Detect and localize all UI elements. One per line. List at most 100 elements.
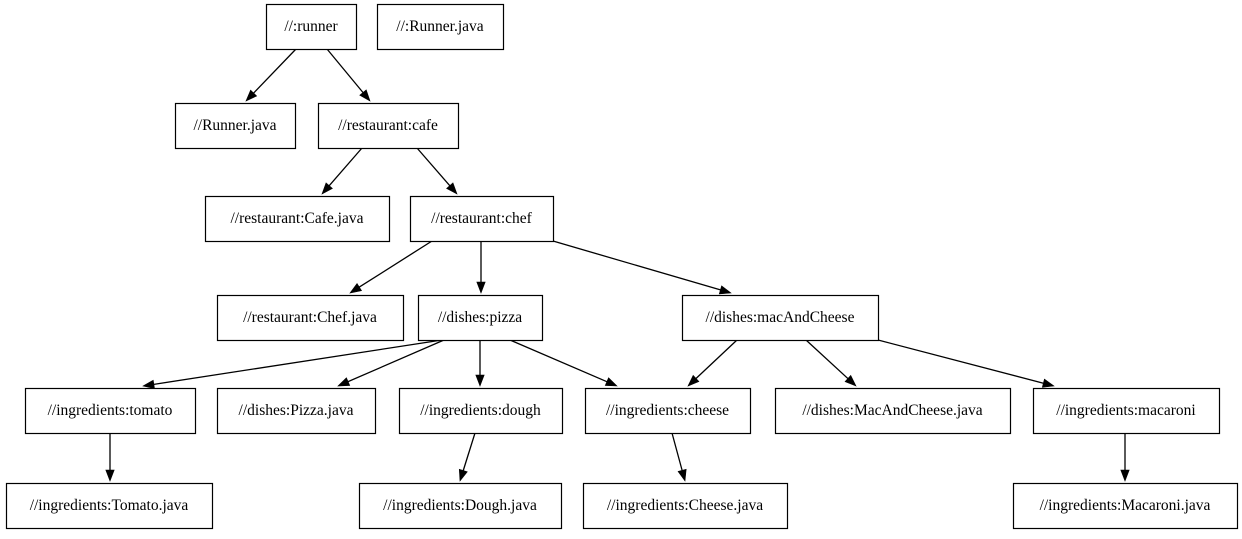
graph-edge: [1120, 433, 1130, 482]
node-label: //Runner.java: [193, 117, 276, 134]
arrowhead-icon: [718, 285, 732, 295]
graph-edge: [805, 339, 857, 387]
node-box[interactable]: [317, 102, 460, 150]
graph-node-restaurant_chef[interactable]: //restaurant:chef: [409, 195, 555, 243]
edge-line: [328, 147, 363, 187]
graph-node-tomato_java[interactable]: //ingredients:Tomato.java: [5, 482, 214, 530]
node-label: //:runner: [284, 18, 338, 35]
node-label: //ingredients:macaroni: [1056, 402, 1196, 419]
edge-line: [805, 339, 849, 380]
node-box[interactable]: [681, 294, 880, 342]
node-box[interactable]: [5, 482, 214, 530]
node-label: //ingredients:Dough.java: [383, 497, 537, 514]
arrowhead-icon: [476, 281, 486, 294]
node-box[interactable]: [1012, 482, 1239, 530]
graph-node-macaroni_java[interactable]: //ingredients:Macaroni.java: [1012, 482, 1239, 530]
arrowhead-icon: [844, 374, 857, 387]
node-label: //restaurant:Cafe.java: [231, 210, 364, 227]
graph-node-chef_java[interactable]: //restaurant:Chef.java: [216, 294, 405, 342]
node-label: //ingredients:dough: [420, 402, 541, 419]
arrowhead-icon: [687, 374, 700, 387]
graph-node-cafe_java[interactable]: //restaurant:Cafe.java: [204, 195, 391, 243]
edge-line: [253, 48, 297, 94]
arrowhead-icon: [142, 379, 155, 389]
node-label: //ingredients:Tomato.java: [30, 497, 189, 514]
arrowhead-icon: [245, 89, 258, 102]
graph-node-restaurant_cafe[interactable]: //restaurant:cafe: [317, 102, 460, 150]
arrowhead-icon: [321, 182, 333, 195]
graph-edge: [687, 339, 738, 387]
node-box[interactable]: [265, 3, 358, 51]
graph-node-cheese_java[interactable]: //ingredients:Cheese.java: [582, 482, 789, 530]
arrowhead-icon: [475, 374, 485, 387]
graph-node-dough_java[interactable]: //ingredients:Dough.java: [358, 482, 563, 530]
node-box[interactable]: [358, 482, 563, 530]
node-box[interactable]: [174, 102, 297, 150]
edge-line: [671, 432, 683, 471]
arrowhead-icon: [349, 283, 363, 294]
graph-node-ing_cheese[interactable]: //ingredients:cheese: [584, 387, 752, 435]
arrowhead-icon: [446, 182, 458, 195]
edges-layer: [105, 48, 1130, 482]
graph-edge: [326, 48, 371, 102]
graph-node-ing_macaroni[interactable]: //ingredients:macaroni: [1032, 387, 1221, 435]
graph-node-pizza_java[interactable]: //dishes:Pizza.java: [216, 387, 377, 435]
graph-edge: [337, 339, 445, 387]
edge-line: [552, 240, 721, 291]
graph-node-ing_tomato[interactable]: //ingredients:tomato: [24, 387, 197, 435]
arrowhead-icon: [604, 377, 618, 387]
edge-line: [326, 48, 364, 93]
arrowhead-icon: [1120, 469, 1130, 482]
node-box[interactable]: [398, 387, 564, 435]
edge-line: [695, 339, 738, 379]
node-label: //restaurant:Chef.java: [243, 309, 377, 326]
graph-edge: [475, 340, 485, 387]
node-label: //ingredients:Macaroni.java: [1040, 497, 1211, 514]
node-label: //ingredients:cheese: [606, 402, 729, 419]
graph-node-dishes_macchz[interactable]: //dishes:macAndCheese: [681, 294, 880, 342]
graph-edge: [349, 240, 433, 294]
node-label: //restaurant:cafe: [338, 117, 438, 134]
arrowhead-icon: [677, 468, 687, 482]
edge-line: [347, 339, 445, 383]
node-box[interactable]: [216, 294, 405, 342]
node-label: //dishes:MacAndCheese.java: [802, 402, 982, 419]
node-box[interactable]: [584, 387, 752, 435]
graph-edge: [671, 432, 687, 482]
node-box[interactable]: [204, 195, 391, 243]
graph-node-runner_java_root[interactable]: //:Runner.java: [376, 3, 505, 51]
graph-node-runner_java[interactable]: //Runner.java: [174, 102, 297, 150]
edge-line: [416, 147, 451, 187]
graph-edge: [105, 433, 115, 482]
arrowhead-icon: [337, 377, 351, 387]
node-box[interactable]: [409, 195, 555, 243]
node-box[interactable]: [24, 387, 197, 435]
arrowhead-icon: [359, 89, 371, 102]
graph-node-dishes_pizza[interactable]: //dishes:pizza: [417, 294, 544, 342]
node-label: //dishes:pizza: [438, 309, 522, 326]
graph-edge: [476, 241, 486, 294]
arrowhead-icon: [1041, 378, 1055, 388]
nodes-layer: //:runner //:Runner.java //Runner.java //re…: [5, 3, 1239, 530]
graph-edge: [509, 339, 618, 387]
node-label: //restaurant:chef: [431, 210, 533, 227]
node-label: //dishes:macAndCheese: [706, 309, 855, 326]
node-label: //ingredients:tomato: [48, 402, 173, 419]
node-box[interactable]: [582, 482, 789, 530]
node-label: //:Runner.java: [396, 18, 484, 35]
node-box[interactable]: [376, 3, 505, 51]
node-label: //dishes:Pizza.java: [239, 402, 354, 419]
node-box[interactable]: [216, 387, 377, 435]
graph-edge: [552, 240, 732, 295]
graph-node-macchz_java[interactable]: //dishes:MacAndCheese.java: [774, 387, 1012, 435]
edge-line: [509, 339, 608, 383]
node-box[interactable]: [1032, 387, 1221, 435]
node-box[interactable]: [774, 387, 1012, 435]
graph-node-runner[interactable]: //:runner: [265, 3, 358, 51]
graph-edge: [321, 147, 363, 195]
node-box[interactable]: [417, 294, 544, 342]
graph-node-ing_dough[interactable]: //ingredients:dough: [398, 387, 564, 435]
arrowhead-icon: [458, 468, 468, 482]
